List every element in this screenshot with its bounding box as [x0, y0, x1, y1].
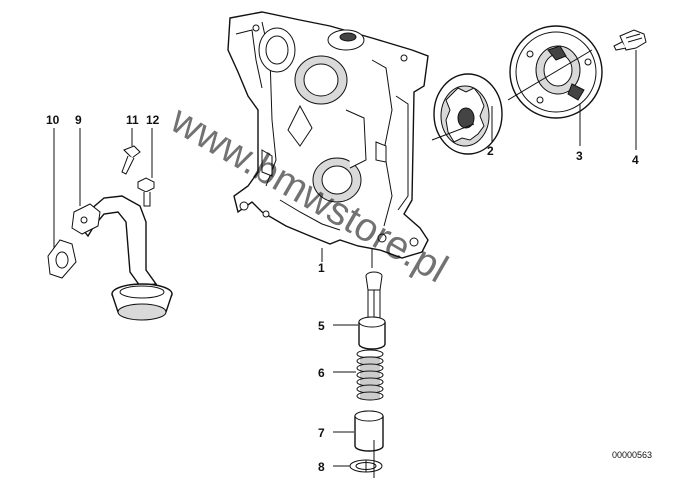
- callout-5: 5: [318, 319, 325, 333]
- callout-8: 8: [318, 460, 325, 474]
- front-cover-housing: [227, 11, 429, 259]
- callout-2: 2: [487, 144, 494, 158]
- callout-7: 7: [318, 426, 325, 440]
- relief-valve-piston: [358, 271, 386, 350]
- leader-lines: [53, 49, 637, 478]
- pickup-bolt-12: [137, 177, 155, 207]
- circlip: [349, 459, 383, 473]
- oil-pump-inner-rotor: [433, 73, 503, 155]
- callout-12: 12: [146, 113, 160, 127]
- callout-3: 3: [576, 149, 583, 163]
- callout-1: 1: [318, 261, 325, 275]
- relief-valve-sleeve: [354, 410, 384, 452]
- callout-6: 6: [318, 366, 325, 380]
- callout-4: 4: [632, 153, 639, 167]
- relief-valve-spring: [356, 349, 384, 401]
- cover-bolt: [613, 29, 647, 51]
- callout-labels: 1 2 3 4 5 6 7 8 9 10 11 12: [46, 113, 639, 474]
- callout-10: 10: [46, 113, 60, 127]
- oil-pickup-tube: [71, 195, 173, 321]
- pickup-bolt-11: [121, 145, 141, 175]
- pickup-gasket: [47, 239, 77, 279]
- diagram-code: 00000563: [612, 450, 652, 460]
- callout-11: 11: [126, 113, 139, 127]
- callout-9: 9: [75, 113, 82, 127]
